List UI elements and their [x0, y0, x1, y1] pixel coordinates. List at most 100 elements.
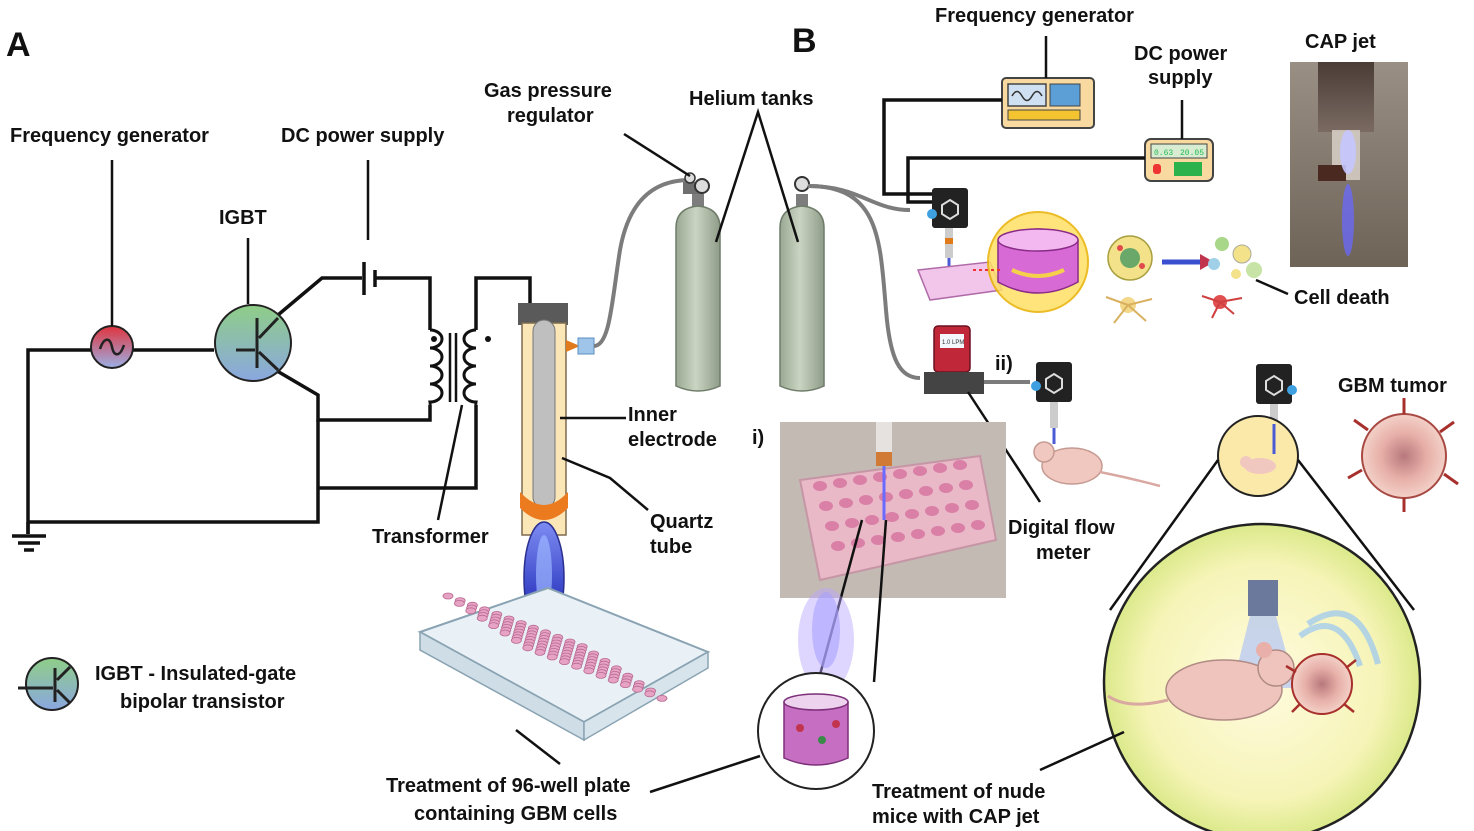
- dc-power-supply-label: DC power supply: [281, 125, 445, 147]
- photo-well: [919, 486, 933, 496]
- well: [476, 614, 488, 622]
- helium-tanks-leader: [714, 107, 800, 243]
- photo-wells: [813, 460, 985, 551]
- well: [511, 637, 522, 644]
- well: [571, 662, 582, 670]
- photo-well: [893, 469, 907, 479]
- digital-flow-meter: 1.0 LPM: [924, 325, 984, 394]
- nude-mouse: [1033, 441, 1161, 488]
- circuit-wires: [26, 262, 532, 534]
- igbt-label: IGBT: [219, 207, 267, 229]
- photo-well: [959, 480, 973, 490]
- panel-a-letter: A: [6, 26, 31, 64]
- well: [559, 658, 570, 665]
- photo-well: [859, 495, 873, 505]
- mice-caption-leader: [1039, 730, 1125, 772]
- plate-wells: [442, 592, 668, 702]
- well: [620, 681, 631, 688]
- frequency-generator-b-label: Frequency generator: [935, 5, 1134, 27]
- inner-electrode-label-1: Inner: [628, 404, 677, 426]
- plate-caption-leader: [649, 754, 761, 794]
- photo-well: [913, 466, 927, 476]
- photo-well: [865, 515, 879, 525]
- well: [534, 649, 546, 656]
- well: [607, 676, 619, 684]
- cap-device-ii: [1031, 362, 1072, 444]
- flow-meter-display: 1.0 LPM: [942, 340, 964, 346]
- plasma-jet-device: [518, 303, 595, 536]
- transformer-leader-line: [436, 404, 464, 521]
- photo-well: [911, 529, 925, 539]
- well: [453, 600, 465, 607]
- cap-jet-photo: [1290, 62, 1408, 267]
- photo-well: [965, 500, 979, 510]
- well: [465, 607, 477, 615]
- plate-leader: [515, 729, 561, 765]
- plate-caption-2: containing GBM cells: [414, 803, 617, 825]
- quartz-tube-leader: [561, 456, 649, 511]
- photo-well: [871, 535, 885, 545]
- photo-well: [831, 541, 845, 551]
- photo-well: [813, 481, 827, 491]
- cell-death-leader: [1255, 278, 1289, 296]
- frequency-generator-label: Frequency generator: [10, 125, 209, 147]
- well: [656, 695, 668, 702]
- photo-well: [825, 521, 839, 531]
- photo-well: [891, 532, 905, 542]
- photo-well: [933, 463, 947, 473]
- gas-pressure-regulator: [683, 172, 710, 194]
- frequency-generator-symbol: [90, 325, 134, 369]
- zoom-well-b: [987, 211, 1089, 313]
- igbt-legend-line-1: IGBT - Insulated-gate: [95, 663, 296, 685]
- treatment-dome: [1102, 522, 1422, 831]
- photo-well: [939, 483, 953, 493]
- photo-well: [931, 526, 945, 536]
- dc-b-wire: [906, 156, 1145, 204]
- igbt-symbol: [214, 304, 292, 382]
- well: [488, 622, 500, 629]
- gbm-tumor-illustration: [1347, 398, 1459, 512]
- marker-ii: ii): [995, 353, 1013, 375]
- gbm-tumor-label: GBM tumor: [1338, 375, 1447, 397]
- dc-display-right: 20.05: [1180, 149, 1204, 158]
- well: [595, 672, 607, 679]
- photo-well: [851, 538, 865, 548]
- dome-line-left: [1108, 459, 1220, 611]
- photo-well: [905, 509, 919, 519]
- neuron-cell: [1105, 296, 1153, 324]
- cancer-cell: [1107, 235, 1153, 281]
- transformer-label: Transformer: [372, 526, 489, 548]
- photo-well: [945, 503, 959, 513]
- gas-hose-left: [593, 178, 691, 348]
- dead-cells: [1201, 237, 1262, 319]
- photo-well: [833, 478, 847, 488]
- well-plate-photo: [780, 422, 1006, 598]
- zoom-line-right: [872, 519, 888, 683]
- photo-well: [951, 523, 965, 533]
- photo-well: [879, 492, 893, 502]
- flow-meter-label-1: Digital flow: [1008, 517, 1115, 539]
- photo-well: [845, 518, 859, 528]
- photo-well: [819, 501, 833, 511]
- regulator-label-2: regulator: [507, 105, 594, 127]
- cap-device-top: [927, 188, 968, 272]
- quartz-tube-label-1: Quartz: [650, 511, 713, 533]
- mice-caption-2: mice with CAP jet: [872, 806, 1040, 828]
- photo-well: [885, 512, 899, 522]
- well: [583, 667, 595, 675]
- inner-electrode-label-2: electrode: [628, 429, 717, 451]
- frequency-generator-device: [1001, 77, 1095, 129]
- cell-death-label: Cell death: [1294, 287, 1390, 309]
- cap-device-mouse: [1256, 364, 1297, 424]
- marker-i: i): [752, 427, 764, 449]
- dc-power-supply-device: 0.63 20.05: [1144, 138, 1214, 182]
- regulator-label-1: Gas pressure: [484, 80, 612, 102]
- gas-hose-bottom: [807, 184, 921, 380]
- well: [632, 685, 643, 693]
- dome-line-right: [1297, 459, 1415, 611]
- photo-well: [899, 489, 913, 499]
- dc-display-left: 0.63: [1154, 149, 1173, 158]
- photo-well: [853, 475, 867, 485]
